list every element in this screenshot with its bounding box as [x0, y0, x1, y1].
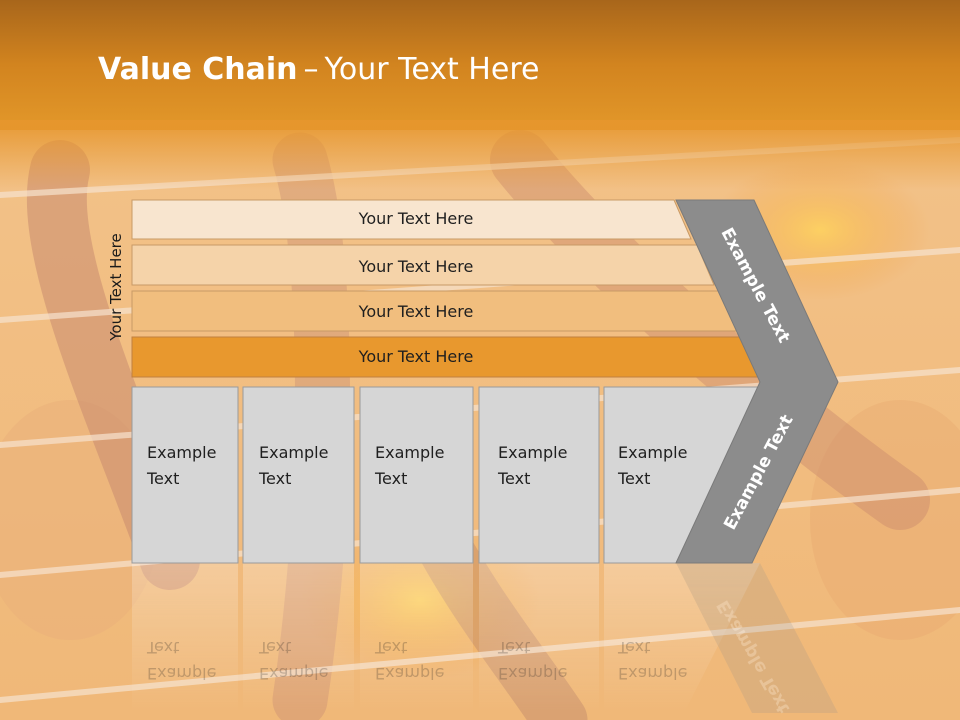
- box-3-shape: [359, 386, 474, 564]
- row-1: Your Text Here: [131, 199, 692, 240]
- box-2-line1: Example: [259, 443, 328, 462]
- box-4: Example Text: [478, 386, 600, 564]
- box-1-line2: Text: [146, 469, 179, 488]
- title-separator: –: [303, 52, 319, 87]
- box-3: Example Text: [359, 386, 474, 564]
- title-rest: Your Text Here: [324, 52, 540, 87]
- diagram-reflection: Example Text Example Text Example Text E…: [132, 563, 838, 717]
- box-2-shape: [242, 386, 355, 564]
- box-1-shape: [131, 386, 239, 564]
- row-1-label: Your Text Here: [358, 209, 474, 228]
- box-5-line2: Text: [617, 469, 650, 488]
- box-4-line2: Text: [497, 469, 530, 488]
- reflection-text: Example: [618, 664, 687, 683]
- row-4-label: Your Text Here: [358, 347, 474, 366]
- row-2-label: Your Text Here: [358, 257, 474, 276]
- row-4: Your Text Here: [131, 336, 763, 378]
- box-4-line1: Example: [498, 443, 567, 462]
- box-1: Example Text: [131, 386, 239, 564]
- box-2: Example Text: [242, 386, 355, 564]
- page-title: Value Chain–Your Text Here: [98, 52, 539, 88]
- box-3-line1: Example: [375, 443, 444, 462]
- row-1-shape: [131, 199, 692, 240]
- reflection-text: Example: [259, 664, 328, 683]
- reflection-text: Text: [374, 638, 407, 657]
- box-5-line1: Example: [618, 443, 687, 462]
- box-2-line2: Text: [258, 469, 291, 488]
- reflection-text: Text: [146, 638, 179, 657]
- reflection-text: Text: [617, 638, 650, 657]
- box-4-shape: [478, 386, 600, 564]
- box-1-line1: Example: [147, 443, 216, 462]
- reflection-text: Text: [497, 638, 530, 657]
- reflection-text: Text: [258, 638, 291, 657]
- reflection-box: [132, 563, 838, 713]
- reflection-texts: Example Text Example Text Example Text E…: [146, 638, 687, 683]
- header-bar: [0, 0, 960, 130]
- reflection-text: Example: [147, 664, 216, 683]
- reflection-text: Example: [498, 664, 567, 683]
- row-3-label: Your Text Here: [358, 302, 474, 321]
- reflection-text: Example: [375, 664, 444, 683]
- title-bold: Value Chain: [98, 52, 298, 87]
- row-3: Your Text Here: [131, 290, 739, 332]
- header-fade: [0, 120, 960, 190]
- row-2: Your Text Here: [131, 244, 715, 286]
- row-2-shape: [131, 244, 715, 286]
- chevron: Example Text Example Text: [675, 199, 839, 564]
- box-3-line2: Text: [374, 469, 407, 488]
- chevron-shape: [675, 199, 839, 564]
